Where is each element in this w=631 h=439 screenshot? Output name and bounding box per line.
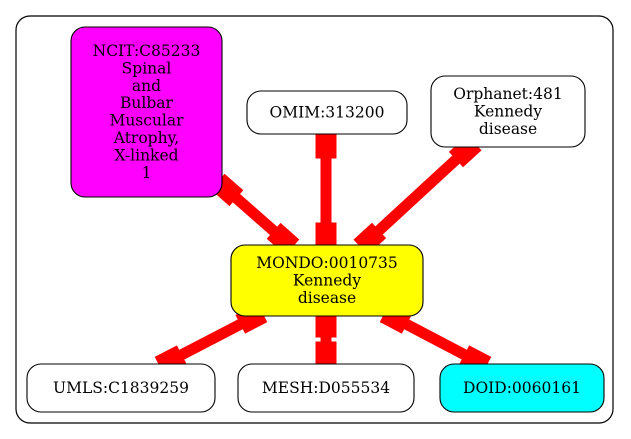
node-mesh[interactable]: MESH:D055534 bbox=[237, 363, 415, 413]
node-label-line: disease bbox=[298, 289, 356, 307]
edge-end-square bbox=[315, 341, 337, 367]
node-label-line: Muscular bbox=[109, 112, 184, 130]
node-label-line: Kennedy bbox=[474, 102, 542, 120]
node-label-line: 1 bbox=[142, 164, 152, 182]
edge-end-square bbox=[315, 312, 337, 338]
node-label-line: Orphanet:481 bbox=[453, 85, 562, 103]
node-label-line: and bbox=[132, 77, 161, 95]
node-label-line: X-linked bbox=[114, 146, 178, 164]
node-box bbox=[26, 363, 216, 413]
node-ncit[interactable]: NCIT:C85233SpinalandBulbarMuscularAtroph… bbox=[70, 26, 223, 198]
node-label-line: DOID:0060161 bbox=[463, 379, 581, 397]
node-label-line: MONDO:0010735 bbox=[256, 254, 398, 272]
node-label-line: disease bbox=[479, 120, 537, 138]
node-label-line: OMIM:313200 bbox=[270, 103, 385, 121]
edge-mondo-mesh bbox=[315, 312, 337, 367]
node-label-line: Kennedy bbox=[293, 271, 361, 289]
node-box bbox=[246, 90, 408, 135]
node-umls[interactable]: UMLS:C1839259 bbox=[26, 363, 216, 413]
node-label-line: MESH:D055534 bbox=[262, 379, 390, 397]
node-box bbox=[230, 244, 424, 317]
edge-line bbox=[357, 138, 478, 252]
node-label-line: UMLS:C1839259 bbox=[53, 379, 189, 397]
node-box bbox=[439, 363, 605, 413]
node-box bbox=[237, 363, 415, 413]
node-label-line: Bulbar bbox=[120, 94, 173, 112]
node-label-line: Atrophy, bbox=[113, 129, 179, 147]
node-box bbox=[430, 75, 586, 148]
node-doid[interactable]: DOID:0060161 bbox=[439, 363, 605, 413]
edge-end-square bbox=[315, 133, 337, 159]
node-box bbox=[70, 26, 223, 198]
nodes-layer: NCIT:C85233SpinalandBulbarMuscularAtroph… bbox=[26, 26, 605, 413]
node-label-line: Spinal bbox=[122, 59, 172, 77]
edge-end-square bbox=[315, 222, 337, 248]
node-omim[interactable]: OMIM:313200 bbox=[246, 90, 408, 135]
node-label-line: NCIT:C85233 bbox=[93, 42, 201, 60]
